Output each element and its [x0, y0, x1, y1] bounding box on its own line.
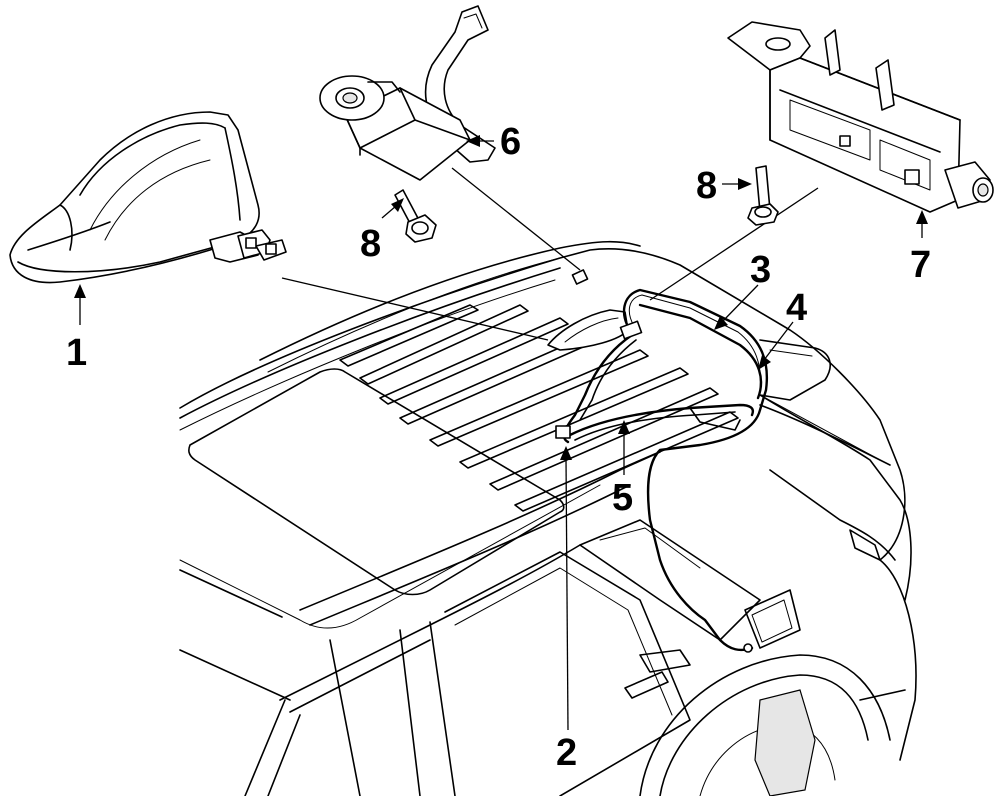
gps-module-bracket	[319, 5, 581, 271]
roof-antenna-installed	[547, 309, 629, 351]
receiver-module	[649, 21, 994, 301]
callout-6: 6	[500, 121, 521, 163]
callout-7: 7	[910, 244, 931, 286]
callout-2: 2	[556, 732, 577, 774]
callout-1: 1	[66, 332, 87, 374]
callout-4: 4	[786, 287, 807, 329]
wiring-harness	[555, 269, 891, 653]
vehicle-body	[179, 240, 917, 796]
bolt-right	[747, 165, 779, 226]
bolt-left	[394, 189, 437, 243]
callout-arrows	[74, 135, 928, 731]
callout-8-right: 8	[696, 165, 717, 207]
callout-8-left: 8	[360, 223, 381, 265]
leader-antenna	[281, 277, 549, 341]
shark-fin-antenna	[9, 111, 287, 284]
callout-5: 5	[612, 477, 633, 519]
callout-3: 3	[750, 249, 771, 291]
